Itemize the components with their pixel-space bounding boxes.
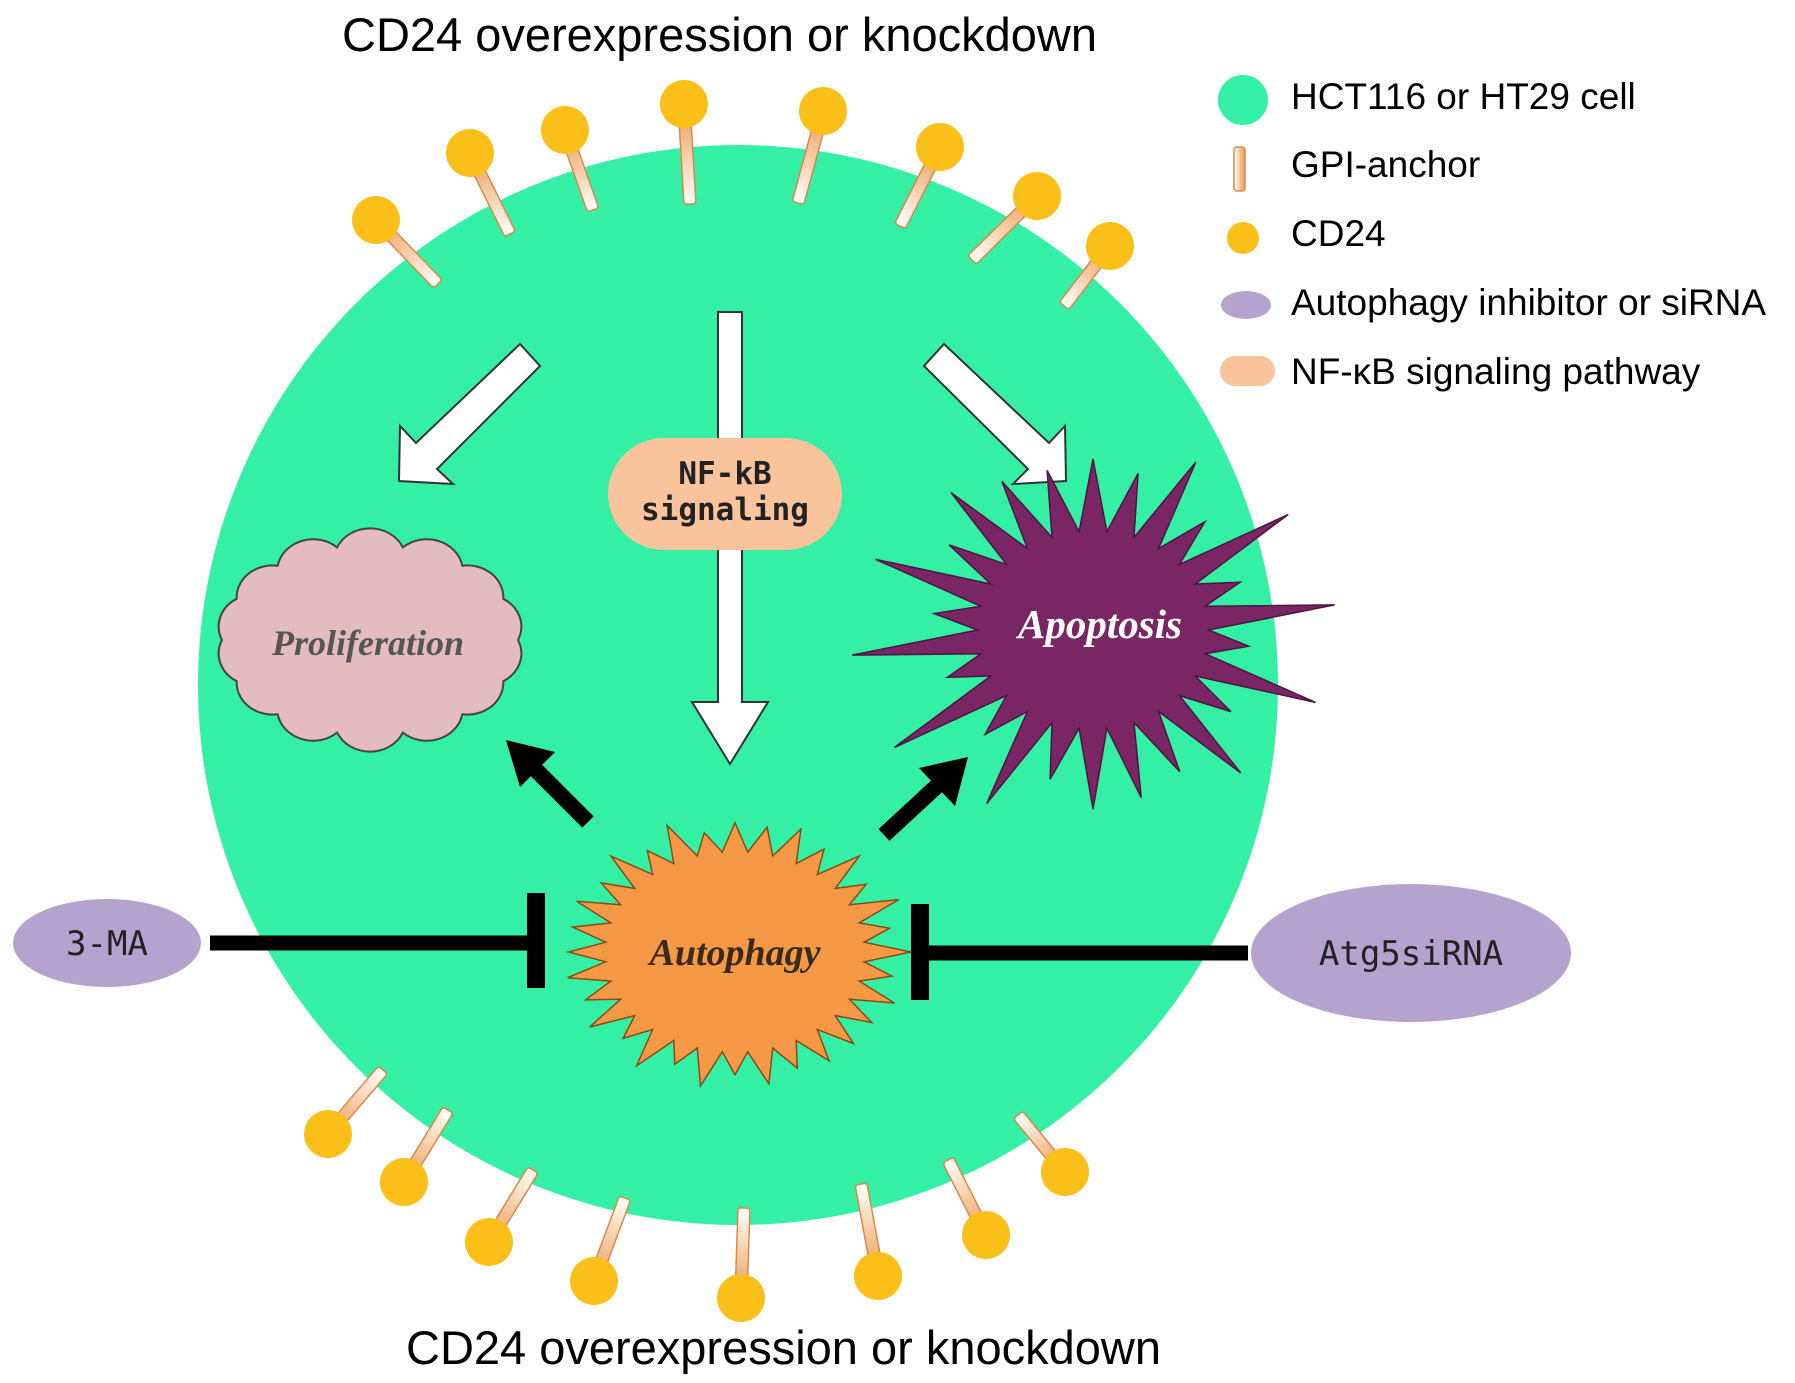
cd24-molecule [1086,222,1134,270]
bottom-title: CD24 overexpression or knockdown [406,1321,1161,1374]
inhibitor-atg5sirna-label: Atg5siRNA [1319,934,1503,974]
cd24-molecule [446,129,494,177]
inhibitor-3ma: 3-MA [13,899,201,987]
legend-cd24-label: CD24 [1291,213,1386,254]
legend-cd24-symbol [1227,222,1259,254]
cd24-molecules [304,80,1134,1322]
cd24-molecule [1013,172,1061,220]
legend-inhibitor-symbol [1221,291,1271,319]
legend [1218,75,1275,386]
legend-cell-symbol [1218,75,1268,125]
legend-inhibitor-label: Autophagy inhibitor or siRNA [1291,282,1767,323]
legend-gpi-label: GPI-anchor [1291,144,1481,185]
cd24-molecule [465,1218,513,1266]
nfkb-label-line1: NF-kB [678,456,771,492]
cd24-molecule [570,1257,618,1305]
proliferation-label: Proliferation [271,623,464,663]
autophagy-node: Autophagy [565,820,912,1089]
nfkb-signaling-node: NF-kB signaling [608,438,842,550]
legend-nfkb-label: NF-κB signaling pathway [1291,351,1701,392]
legend-nfkb-symbol [1220,356,1275,386]
autophagy-label: Autophagy [647,932,820,974]
legend-gpi-symbol [1233,146,1246,192]
cd24-molecule [799,87,847,135]
proliferation-node: Proliferation [217,527,523,753]
nfkb-label-line2: signaling [641,492,809,528]
legend-cell-label: HCT116 or HT29 cell [1291,76,1636,117]
arrow-to-proliferation [397,342,542,486]
cd24-molecule [352,196,400,244]
arrow-autophagy-to-apoptosis [878,757,968,841]
cd24-molecule [304,1110,352,1158]
cd24-molecule [962,1211,1010,1259]
arrow-autophagy-to-proliferation [506,740,594,828]
cd24-molecule [1041,1148,1089,1196]
inhibitor-atg5sirna: Atg5siRNA [1251,884,1571,1022]
inhibition-atg5sirna [911,904,1248,1000]
apoptosis-label: Apoptosis [1015,601,1182,647]
cd24-molecule [541,106,589,154]
inhibitor-3ma-label: 3-MA [66,924,148,964]
arrow-to-apoptosis [922,342,1068,486]
cd24-molecule [660,80,708,128]
cd24-molecule [854,1252,902,1300]
inhibition-3ma [210,893,545,988]
cd24-molecule [380,1158,428,1206]
cd24-molecule [717,1274,765,1322]
top-title: CD24 overexpression or knockdown [342,8,1097,61]
apoptosis-node: Apoptosis [852,458,1335,810]
cd24-molecule [916,123,964,171]
